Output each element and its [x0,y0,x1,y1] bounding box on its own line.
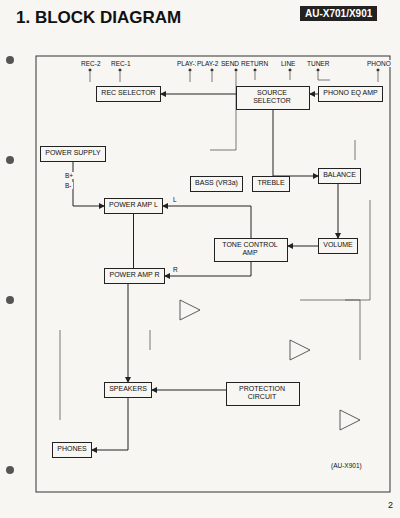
input-label: TUNER [306,60,330,67]
channel-label: L [172,196,178,203]
signal-connector [273,110,318,176]
model-tab: AU-X701/X901 [300,6,377,21]
input-label: PLAY-2 [196,60,219,67]
block-text: REC SELECTOR [100,89,157,97]
amplifier-symbols [180,300,360,430]
block-text: BASS (VR3a) [194,179,239,187]
signal-connector [288,246,318,247]
block-text: BALANCE [322,171,357,179]
block-box: PROTECTION CIRCUIT [226,382,300,406]
block-text: POWER SUPPLY [44,149,102,157]
block-text: PHONES [56,445,88,453]
binding-holes [6,56,14,474]
input-label: LINE [280,60,296,67]
block-box: TREBLE [252,176,290,192]
output-label: REC-2 [80,60,102,67]
signal-connector [163,206,251,238]
block-box: PHONES [52,442,92,458]
connector-dots [89,69,380,72]
block-text: TREBLE [256,179,286,187]
signal-connector [128,284,129,382]
block-box: POWER AMP R [104,268,165,284]
block-text: SOURCE SELECTOR [240,89,304,105]
supply-label: B+ [64,172,74,179]
block-text: PHONO EQ AMP [322,89,379,97]
signal-connector [161,94,236,95]
output-label: REC-1 [110,60,132,67]
channel-label: R [172,266,179,273]
input-label: SEND [220,60,240,67]
block-box: POWER AMP L [104,198,163,214]
note-label: (AU-X901) [330,462,363,469]
block-box: BASS (VR3a) [190,176,243,192]
block-text: POWER AMP L [108,201,159,209]
block-box: REC SELECTOR [96,86,161,102]
block-text: SPEAKERS [108,385,148,393]
block-box: SPEAKERS [104,382,152,398]
block-box: BALANCE [318,168,361,184]
block-box: POWER SUPPLY [40,146,106,162]
block-box: VOLUME [318,238,358,254]
block-text: PROTECTION CIRCUIT [230,385,294,401]
block-box: SOURCE SELECTOR [236,86,310,110]
page-number: 2 [388,500,393,510]
input-label: RETURN [240,60,269,67]
block-text: VOLUME [322,241,354,249]
signal-wires [60,72,378,420]
block-box: TONE CONTROL AMP [214,238,288,262]
supply-label: B- [64,182,73,189]
diagram-frame [36,56,390,492]
diagram-title: 1. BLOCK DIAGRAM [16,8,181,28]
signal-connector [152,390,226,391]
signal-connector [92,398,128,450]
signal-connector [338,184,339,238]
block-text: TONE CONTROL AMP [218,241,282,257]
block-box: PHONO EQ AMP [318,86,383,102]
signal-connector [310,94,318,95]
signal-connector [133,214,134,268]
signal-connector [165,262,251,276]
block-text: POWER AMP R [108,271,161,279]
input-label: PHONO [366,60,392,67]
signal-connector [73,162,104,206]
